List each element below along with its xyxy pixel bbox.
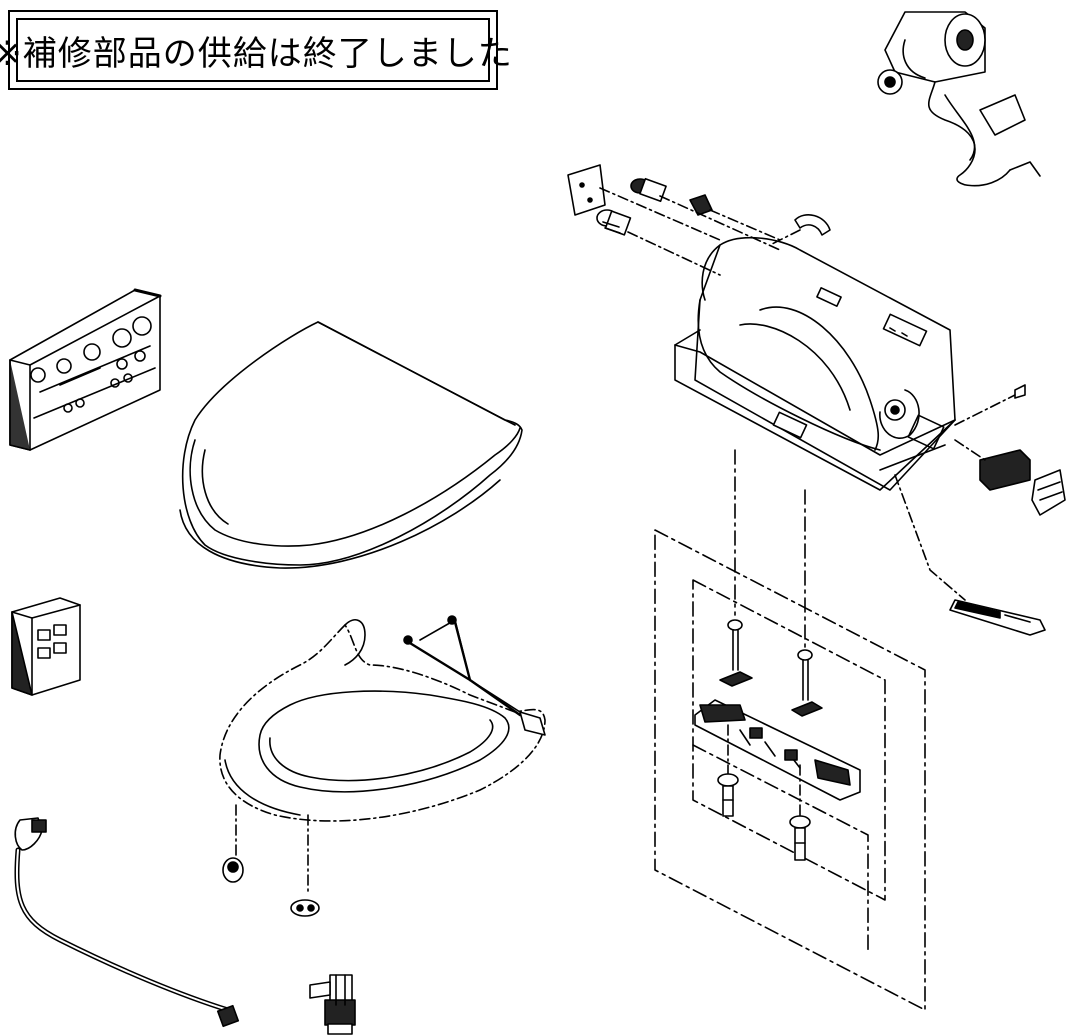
assembly-lines-top <box>600 188 800 275</box>
cleaning-tool-part <box>895 475 1045 635</box>
water-hose-part <box>15 818 238 1026</box>
bolt-parts <box>720 620 822 716</box>
anchor-bolt-parts <box>718 725 810 860</box>
control-box-part <box>12 598 80 695</box>
toilet-lid-part <box>180 322 522 568</box>
assembly-lines-side <box>955 395 1015 460</box>
notice-text: ※補修部品の供給は終了しました <box>0 33 513 74</box>
nozzle-connector-part <box>597 179 666 235</box>
base-plate-part <box>695 700 860 800</box>
stop-valve-part <box>310 975 355 1034</box>
notice-inner-frame: ※補修部品の供給は終了しました <box>0 18 512 82</box>
discontinued-notice: ※補修部品の供給は終了しました <box>0 10 512 90</box>
filter-part <box>980 385 1065 515</box>
mounting-bracket-part <box>568 165 605 215</box>
remote-control-part <box>10 290 160 450</box>
base-plate-frame-lines <box>655 450 925 1010</box>
toilet-seat-part <box>220 616 545 821</box>
rubber-feet-part <box>223 805 319 916</box>
main-body-unit-part <box>675 238 955 490</box>
clip-part <box>690 195 830 235</box>
pump-motor-part <box>878 12 1040 186</box>
